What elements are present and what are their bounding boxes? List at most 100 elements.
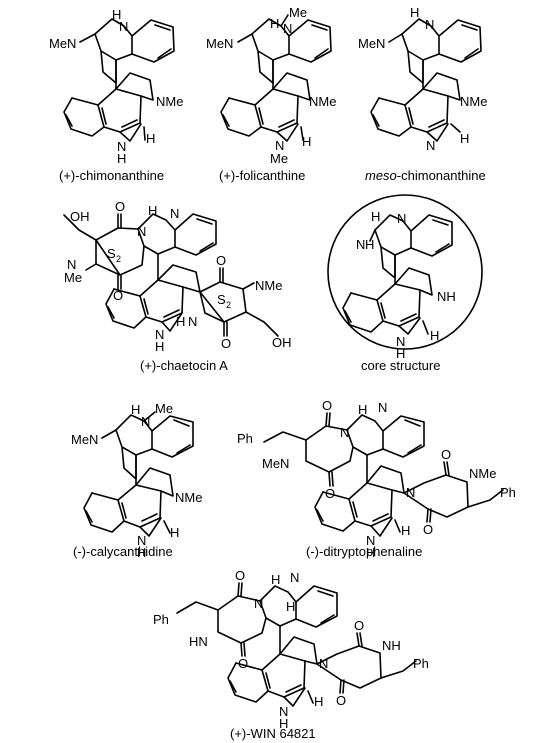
- svg-text:NMe: NMe: [175, 490, 202, 505]
- svg-text:Ph: Ph: [413, 656, 429, 671]
- svg-text:S: S: [217, 292, 226, 307]
- svg-text:H: H: [155, 339, 164, 354]
- svg-text:N: N: [155, 327, 164, 342]
- svg-text:N: N: [426, 138, 435, 153]
- svg-text:NMe: NMe: [469, 466, 496, 481]
- svg-text:N: N: [67, 257, 76, 272]
- svg-text:H: H: [366, 545, 375, 560]
- svg-text:H: H: [302, 134, 311, 149]
- svg-text:H: H: [401, 523, 410, 538]
- structure-core: H N N H NH N H H core structure: [327, 194, 483, 373]
- svg-text:H: H: [137, 545, 146, 560]
- structure-calycanthidine: H Me N MeN NMe N H H (-)-calycanthidine: [71, 401, 202, 560]
- svg-text:O: O: [322, 398, 332, 413]
- svg-text:N: N: [356, 237, 365, 252]
- caption-chaetocin-a: (+)-chaetocin A: [140, 358, 228, 373]
- structure-meso-chimonanthine: H N MeN NMe N H meso-chimonanthine: [358, 5, 487, 183]
- svg-text:OH: OH: [70, 209, 90, 224]
- svg-text:O: O: [423, 522, 433, 537]
- svg-text:N: N: [141, 414, 150, 429]
- structure-chimonanthine: H N MeN N H NMe H (+)-chimonanthine: [49, 7, 183, 183]
- svg-text:N: N: [117, 139, 126, 154]
- caption-chimonanthine: (+)-chimonanthine: [59, 168, 164, 183]
- caption-core-structure: core structure: [361, 358, 440, 373]
- svg-text:H: H: [396, 346, 405, 361]
- svg-text:N: N: [378, 400, 387, 415]
- svg-text:O: O: [325, 486, 335, 501]
- svg-text:H: H: [279, 716, 288, 731]
- svg-text:O: O: [113, 288, 123, 303]
- svg-text:2: 2: [116, 254, 121, 264]
- svg-text:H: H: [430, 328, 439, 343]
- svg-text:H: H: [270, 16, 279, 31]
- svg-text:OH: OH: [272, 335, 292, 350]
- svg-text:MeN: MeN: [71, 432, 98, 447]
- svg-text:H: H: [148, 203, 157, 218]
- structure-chaetocin-a: OH O H N N S 2 N Me O O NMe S 2 N H N H …: [63, 199, 292, 373]
- svg-text:NH: NH: [382, 638, 401, 653]
- svg-text:N: N: [319, 656, 328, 671]
- svg-text:H: H: [131, 402, 140, 417]
- svg-text:H: H: [365, 237, 374, 252]
- core-structure-circle: [327, 194, 483, 350]
- svg-text:NMe: NMe: [156, 94, 183, 109]
- svg-text:N: N: [283, 21, 292, 36]
- svg-text:H: H: [117, 151, 126, 166]
- svg-text:N: N: [396, 334, 405, 349]
- svg-text:H: H: [176, 314, 185, 329]
- svg-text:2: 2: [226, 300, 231, 310]
- caption-ditryptophenaline: (-)-ditryptophenaline: [306, 544, 422, 559]
- svg-text:Ph: Ph: [500, 485, 516, 500]
- svg-text:MeN: MeN: [262, 456, 289, 471]
- svg-text:N: N: [254, 596, 263, 611]
- svg-text:Ph: Ph: [153, 612, 169, 627]
- svg-text:NH: NH: [437, 289, 456, 304]
- svg-text:H: H: [358, 402, 367, 417]
- svg-text:O: O: [115, 199, 125, 214]
- structure-win-64821: O H N Ph N H HN O O NH N N H H Ph O (+)-…: [153, 568, 429, 741]
- svg-text:Ph: Ph: [237, 431, 253, 446]
- svg-text:MeN: MeN: [358, 36, 385, 51]
- svg-text:N: N: [406, 485, 415, 500]
- svg-text:H: H: [112, 7, 121, 22]
- caption-folicanthine: (+)-folicanthine: [219, 168, 305, 183]
- svg-text:O: O: [221, 336, 231, 351]
- svg-text:H: H: [410, 5, 419, 20]
- svg-text:S: S: [107, 246, 116, 261]
- svg-text:N: N: [275, 138, 284, 153]
- svg-text:O: O: [235, 568, 245, 583]
- svg-text:H: H: [460, 131, 469, 146]
- svg-text:H: H: [170, 525, 179, 540]
- caption-calycanthidine: (-)-calycanthidine: [73, 544, 173, 559]
- svg-text:N: N: [119, 19, 128, 34]
- svg-text:Me: Me: [270, 151, 288, 166]
- caption-win-64821: (+)-WIN 64821: [230, 726, 316, 741]
- svg-text:N: N: [366, 533, 375, 548]
- svg-text:NMe: NMe: [255, 278, 282, 293]
- svg-text:O: O: [216, 253, 226, 268]
- svg-text:H: H: [146, 131, 155, 146]
- svg-text:N: N: [290, 570, 299, 585]
- svg-text:O: O: [336, 693, 346, 708]
- svg-text:N: N: [188, 314, 197, 329]
- svg-text:NMe: NMe: [460, 94, 487, 109]
- svg-text:O: O: [238, 656, 248, 671]
- svg-text:H: H: [286, 599, 295, 614]
- svg-text:N: N: [425, 17, 434, 32]
- svg-text:NMe: NMe: [309, 94, 336, 109]
- svg-text:O: O: [354, 618, 364, 633]
- svg-text:H: H: [271, 572, 280, 587]
- svg-text:O: O: [441, 447, 451, 462]
- svg-text:N: N: [170, 206, 179, 221]
- svg-text:N: N: [137, 533, 146, 548]
- svg-text:N: N: [137, 224, 146, 239]
- svg-text:MeN: MeN: [206, 36, 233, 51]
- caption-meso-chimonanthine: meso-chimonanthine: [365, 168, 486, 183]
- svg-text:MeN: MeN: [49, 36, 76, 51]
- svg-text:HN: HN: [189, 634, 208, 649]
- svg-text:H: H: [371, 209, 380, 224]
- svg-text:N: N: [279, 704, 288, 719]
- svg-text:Me: Me: [155, 401, 173, 416]
- svg-text:Me: Me: [289, 5, 307, 20]
